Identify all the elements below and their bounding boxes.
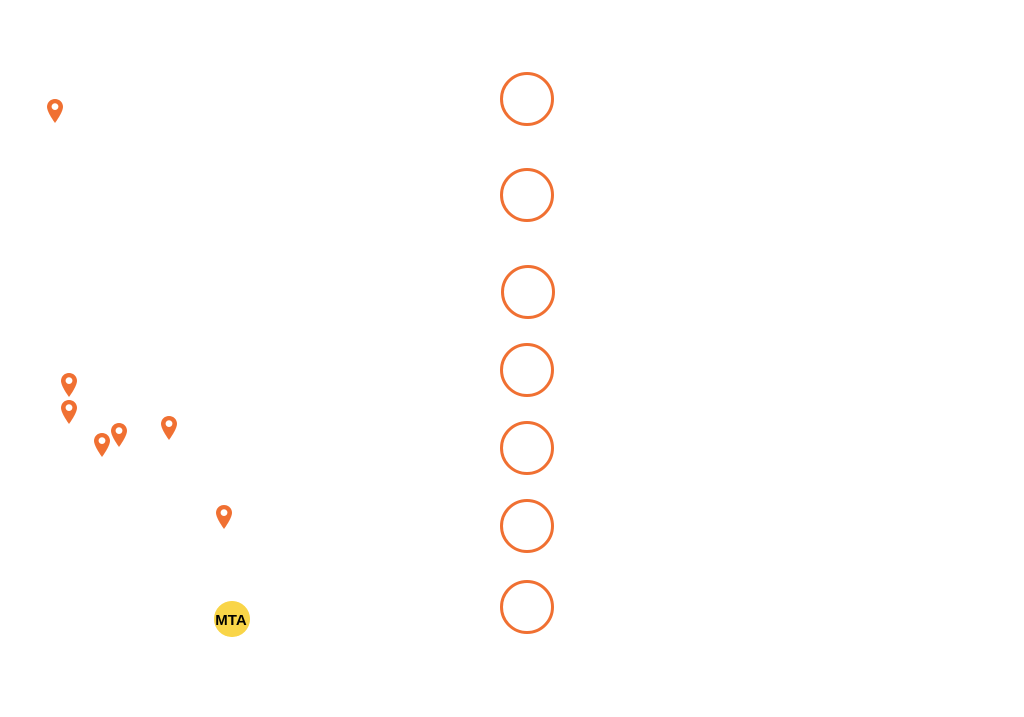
map-marker-icon[interactable] xyxy=(215,504,233,530)
stop-circle[interactable] xyxy=(500,580,554,634)
stop-circle[interactable] xyxy=(500,343,554,397)
mta-logo-mark: MTA xyxy=(214,601,250,637)
stop-circle[interactable] xyxy=(501,265,555,319)
map-marker-icon[interactable] xyxy=(160,415,178,441)
map-marker-icon[interactable] xyxy=(46,98,64,124)
stop-circle[interactable] xyxy=(500,168,554,222)
mta-logo-text: MTA xyxy=(215,612,247,629)
map-marker-icon[interactable] xyxy=(110,422,128,448)
map-marker-icon[interactable] xyxy=(93,432,111,458)
stop-circle[interactable] xyxy=(500,499,554,553)
mta-logo: MTA xyxy=(214,601,250,637)
stop-circle[interactable] xyxy=(500,421,554,475)
stop-circle[interactable] xyxy=(500,72,554,126)
map-marker-icon[interactable] xyxy=(60,372,78,398)
map-marker-icon[interactable] xyxy=(60,399,78,425)
